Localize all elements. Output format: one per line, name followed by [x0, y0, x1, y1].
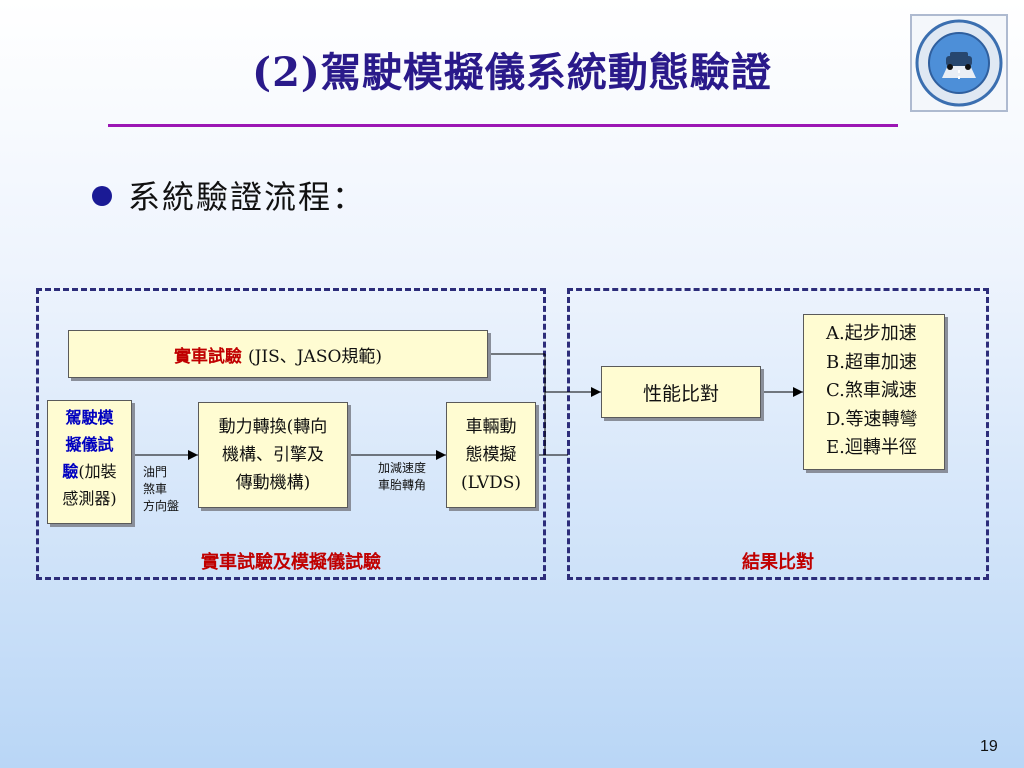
box-vehicle-dynamics: 車輛動 態模擬 (LVDS) — [446, 402, 536, 508]
input-throttle: 油門 — [143, 465, 168, 479]
logo-seal-icon — [910, 14, 1008, 112]
driver-inputs-label: 油門 煞車 方向盤 — [143, 464, 179, 515]
driver-sim-line-3: 驗(加裝 — [48, 458, 131, 485]
driver-sim-line-1: 駕駛模 — [65, 408, 114, 427]
test-item-d: D.等速轉彎 — [826, 408, 918, 430]
test-item-c: C.煞車減速 — [826, 380, 917, 401]
driver-sim-line-3-highlight: 驗 — [62, 462, 79, 481]
box-performance-compare: 性能比對 — [601, 366, 761, 418]
power-line-2: 機構、引擎及 — [222, 445, 324, 465]
vehicle-line-2: 態模擬 — [465, 445, 517, 465]
arrowhead-tests — [793, 387, 803, 397]
test-item-b: B.超車加速 — [826, 351, 917, 373]
slide-title: (2)駕駛模擬儀系統動態驗證 — [252, 49, 772, 96]
caption-left-frame: 實車試驗及模擬儀試驗 — [201, 552, 381, 573]
box-real-vehicle-test: 實車試驗 (JIS、JASO規範) — [68, 330, 488, 378]
driver-sim-line-4: 感測器) — [62, 489, 117, 508]
vehicle-line-1: 車輛動 — [465, 417, 517, 437]
output-tire-angle: 車胎轉角 — [378, 478, 427, 492]
output-acceleration: 加減速度 — [378, 461, 427, 475]
logo-seal-graphic — [915, 19, 1003, 107]
bullet-text: 系統驗證流程： — [128, 178, 367, 216]
real-test-standards: (JIS、JASO規範) — [247, 346, 383, 367]
power-line-3: 傳動機構) — [235, 473, 311, 493]
frame-result-comparison — [567, 288, 989, 580]
driver-sim-line-3-rest: (加裝 — [78, 462, 117, 481]
arrowhead-vehicle — [436, 450, 446, 460]
accel-outputs-label: 加減速度 車胎轉角 — [378, 460, 426, 494]
box-test-items: A.起步加速 B.超車加速 C.煞車減速 D.等速轉彎 E.迴轉半徑 — [803, 314, 945, 470]
page-number: 19 — [980, 738, 998, 755]
input-brake: 煞車 — [143, 482, 168, 496]
title-underline — [108, 124, 898, 127]
power-line-1: 動力轉換(轉向 — [218, 417, 328, 437]
test-item-e: E.迴轉半徑 — [826, 437, 917, 458]
vehicle-line-3: (LVDS) — [460, 473, 522, 493]
test-item-a: A.起步加速 — [826, 323, 917, 344]
caption-right-frame: 結果比對 — [742, 552, 814, 573]
box-power-conversion: 動力轉換(轉向 機構、引擎及 傳動機構) — [198, 402, 348, 508]
input-steering: 方向盤 — [143, 499, 180, 513]
arrowhead-power — [188, 450, 198, 460]
box-driving-simulator: 駕駛模 擬儀試 驗(加裝 感測器) — [47, 400, 132, 524]
driver-sim-line-2: 擬儀試 — [65, 435, 114, 454]
bullet-point — [92, 186, 112, 206]
arrowhead-compare — [591, 387, 601, 397]
real-test-highlight: 實車試驗 — [173, 346, 242, 367]
